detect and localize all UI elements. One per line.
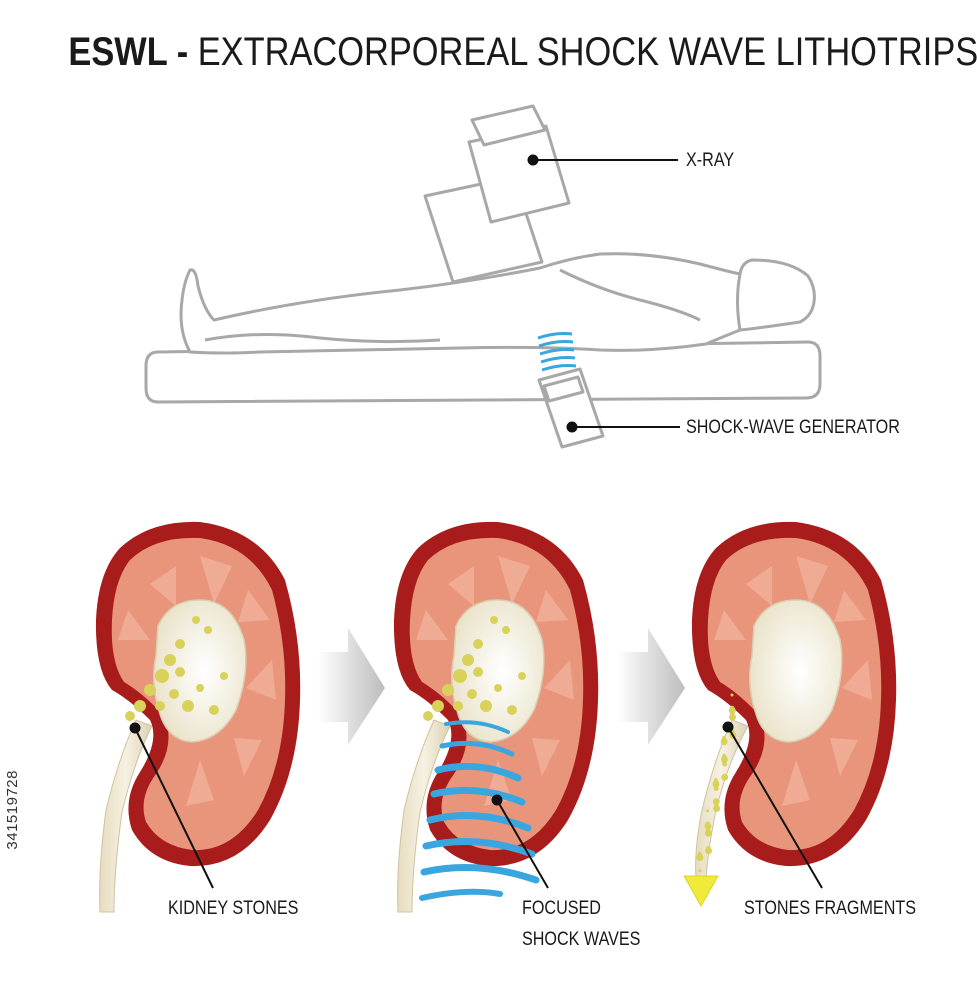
kidney-pyramids bbox=[118, 556, 276, 806]
fragment-flow-arrow bbox=[683, 875, 719, 908]
renal-pelvis bbox=[153, 599, 247, 743]
kidney-pyramids bbox=[714, 556, 872, 806]
arrow-1 bbox=[318, 628, 385, 745]
arrow-2 bbox=[617, 628, 685, 745]
page-title: ESWL - EXTRACORPOREAL SHOCK WAVE LITHOTR… bbox=[68, 30, 977, 75]
kidney-with-fragments bbox=[691, 521, 897, 879]
title-bold: ESWL - bbox=[68, 30, 189, 74]
generator-waves bbox=[537, 332, 577, 372]
label-shock-waves: SHOCK WAVES bbox=[522, 929, 641, 950]
label-xray: X-RAY bbox=[686, 150, 735, 171]
focused-waves bbox=[419, 720, 540, 901]
label-focused: FOCUSED bbox=[522, 898, 601, 919]
label-stones-fragments: STONES FRAGMENTS bbox=[744, 898, 916, 919]
label-generator: SHOCK-WAVE GENERATOR bbox=[686, 417, 900, 438]
renal-pelvis bbox=[749, 599, 843, 743]
kidney-stones bbox=[423, 616, 526, 721]
table bbox=[144, 340, 822, 404]
top-leader-lines bbox=[527, 154, 680, 433]
bottom-leader-lines bbox=[129, 721, 823, 889]
renal-pelvis bbox=[451, 599, 545, 743]
kidney-stones bbox=[125, 616, 228, 721]
ureter bbox=[99, 719, 153, 913]
patient-table-illustration bbox=[144, 104, 822, 449]
stock-id: 341519728 bbox=[4, 770, 21, 850]
kidney-under-waves bbox=[393, 521, 599, 913]
title-rest: EXTRACORPOREAL SHOCK WAVE LITHOTRIPSY bbox=[197, 30, 977, 74]
kidney-with-stones bbox=[95, 521, 301, 913]
patient-body bbox=[179, 252, 816, 355]
stone-fragments bbox=[696, 693, 737, 873]
progression-arrows bbox=[318, 628, 685, 745]
ureter bbox=[397, 719, 451, 913]
xray-unit bbox=[423, 104, 571, 284]
label-kidney-stones: KIDNEY STONES bbox=[168, 898, 299, 919]
